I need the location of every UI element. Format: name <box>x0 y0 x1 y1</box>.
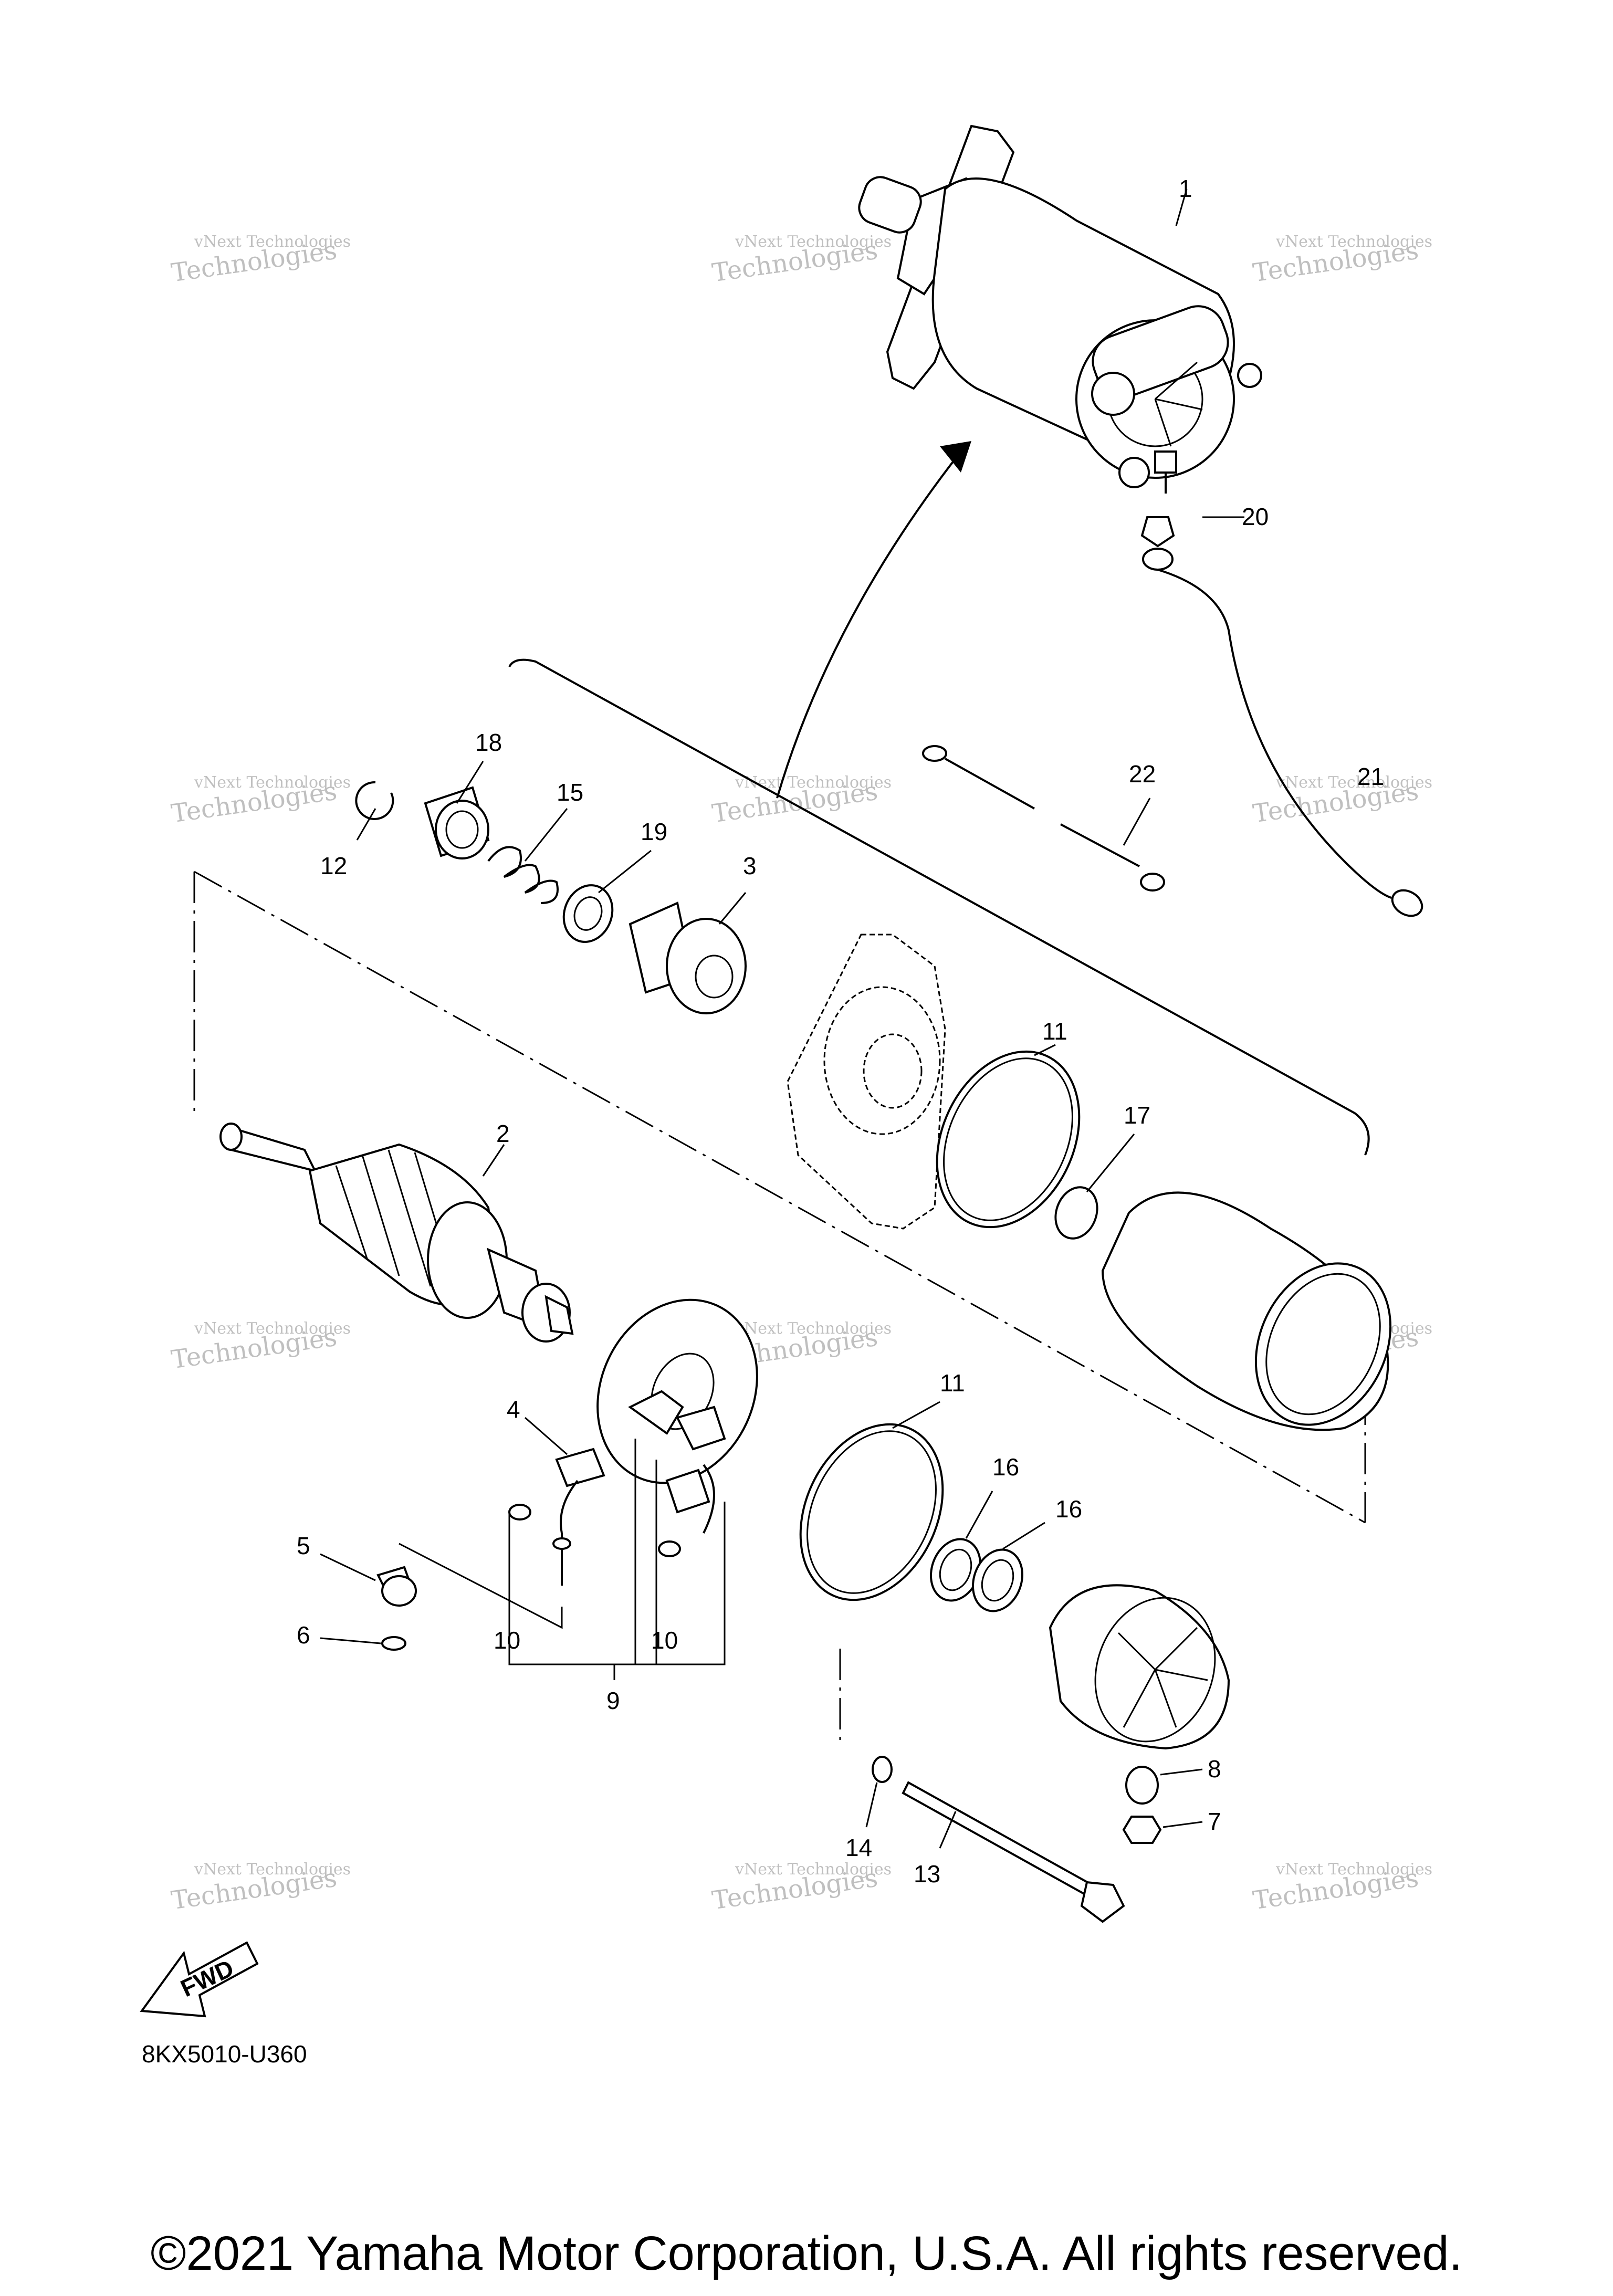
part-18-collar <box>424 786 490 859</box>
callout-18: 18 <box>475 729 502 756</box>
callout-3: 3 <box>743 852 757 879</box>
callout-10-left: 10 <box>494 1627 520 1654</box>
callout-10-right: 10 <box>651 1627 678 1654</box>
brush-plate <box>596 1298 758 1484</box>
part-16-washer-a-inner <box>939 1548 972 1591</box>
watermark: vNext Technologies Technologies <box>710 1860 892 1915</box>
watermark: vNext Technologies Technologies <box>170 233 351 288</box>
callout-labels: 1 2 3 4 5 6 7 8 9 10 10 11 11 12 13 14 1… <box>297 175 1384 1888</box>
callout-6: 6 <box>297 1621 310 1649</box>
callout-11-lower: 11 <box>940 1369 965 1397</box>
callout-2: 2 <box>496 1120 510 1147</box>
group-bracket <box>508 658 1370 1156</box>
callout-16-a: 16 <box>992 1453 1019 1481</box>
rear-cover <box>1049 1584 1230 1750</box>
part-17-washer <box>1054 1186 1098 1240</box>
part-11-o-ring-upper-inner <box>943 1057 1073 1221</box>
watermark: vNext Technologies Technologies <box>1251 1860 1432 1915</box>
callout-13: 13 <box>914 1860 940 1888</box>
callout-16-b: 16 <box>1055 1495 1082 1523</box>
yoke <box>1101 1191 1392 1431</box>
group-brackets <box>399 1439 726 1680</box>
svg-text:vNext Technologies: vNext Technologies <box>194 1319 351 1338</box>
watermark: vNext Technologies Technologies <box>710 233 892 288</box>
brush-pair <box>665 1464 715 1534</box>
part-19-washer <box>562 884 614 943</box>
svg-text:vNext Technologies: vNext Technologies <box>735 1860 892 1879</box>
callout-12: 12 <box>320 852 347 879</box>
part-22-cable <box>922 745 1165 892</box>
callout-20: 20 <box>1242 503 1269 530</box>
svg-text:vNext Technologies: vNext Technologies <box>735 773 892 792</box>
callout-11-upper: 11 <box>1042 1018 1067 1045</box>
callout-14: 14 <box>845 1834 872 1861</box>
part-5-grommet <box>320 1553 417 1607</box>
front-cover <box>787 934 946 1230</box>
leader-lines <box>356 761 1135 1550</box>
svg-text:vNext Technologies: vNext Technologies <box>735 1319 892 1338</box>
part-14-o-ring <box>865 1756 893 1828</box>
fwd-arrow-icon: FWD <box>140 1941 259 2018</box>
part-3-clutch <box>629 901 747 1014</box>
callout-8: 8 <box>1208 1755 1221 1783</box>
watermark: vNext Technologies Technologies <box>170 1319 351 1375</box>
callout-17: 17 <box>1124 1102 1150 1129</box>
svg-text:vNext Technologies: vNext Technologies <box>1275 773 1432 792</box>
part-1-starter-motor-assembly <box>858 124 1262 494</box>
part-8-grommet <box>1125 1766 1203 1805</box>
copyright-notice: ©2021 Yamaha Motor Corporation, U.S.A. A… <box>150 2227 1463 2280</box>
assembly-arrow <box>776 441 971 799</box>
watermark: vNext Technologies Technologies <box>170 1860 351 1915</box>
watermark: vNext Technologies Technologies <box>1251 233 1432 288</box>
part-4-brush <box>525 1417 605 1534</box>
brush-screw <box>552 1533 571 1586</box>
part-6-washer <box>320 1636 406 1651</box>
svg-text:vNext Technologies: vNext Technologies <box>194 1860 351 1879</box>
watermark: vNext Technologies Technologies <box>170 773 351 829</box>
part-11-o-ring-upper <box>936 1050 1081 1229</box>
callout-7: 7 <box>1208 1808 1221 1835</box>
svg-text:vNext Technologies: vNext Technologies <box>1275 233 1432 251</box>
svg-text:vNext Technologies: vNext Technologies <box>1275 1860 1432 1879</box>
callout-9: 9 <box>606 1687 620 1714</box>
part-12-circlip <box>355 781 394 820</box>
watermark: vNext Technologies Technologies <box>710 773 892 829</box>
callout-21: 21 <box>1357 763 1384 790</box>
svg-text:vNext Technologies: vNext Technologies <box>194 233 351 251</box>
part-13-through-bolt <box>902 1781 1125 1923</box>
reference-code: 8KX5010-U360 <box>142 2040 307 2068</box>
callout-22: 22 <box>1129 760 1156 788</box>
part-11-o-ring-lower-inner <box>806 1430 937 1594</box>
svg-text:vNext Technologies: vNext Technologies <box>194 773 351 792</box>
part-15-spring <box>487 846 559 904</box>
part-20-21-lead-wire <box>1140 516 1423 917</box>
watermark-group: vNext Technologies Technologies vNext Te… <box>170 233 1432 1915</box>
part-16-washer-b-inner <box>981 1559 1014 1602</box>
callout-4: 4 <box>507 1396 520 1423</box>
part-11-o-ring-lower <box>799 1423 944 1601</box>
part-10-clip-right <box>658 1540 681 1557</box>
callout-19: 19 <box>641 818 667 845</box>
part-2-armature <box>219 1123 574 1343</box>
callout-1: 1 <box>1179 175 1192 202</box>
callout-15: 15 <box>557 779 583 806</box>
part-7-nut <box>1122 1816 1203 1844</box>
watermark: vNext Technologies Technologies <box>1251 773 1432 829</box>
svg-text:vNext Technologies: vNext Technologies <box>735 233 892 251</box>
callout-5: 5 <box>297 1532 310 1559</box>
part-10-clip-left <box>508 1504 531 1521</box>
